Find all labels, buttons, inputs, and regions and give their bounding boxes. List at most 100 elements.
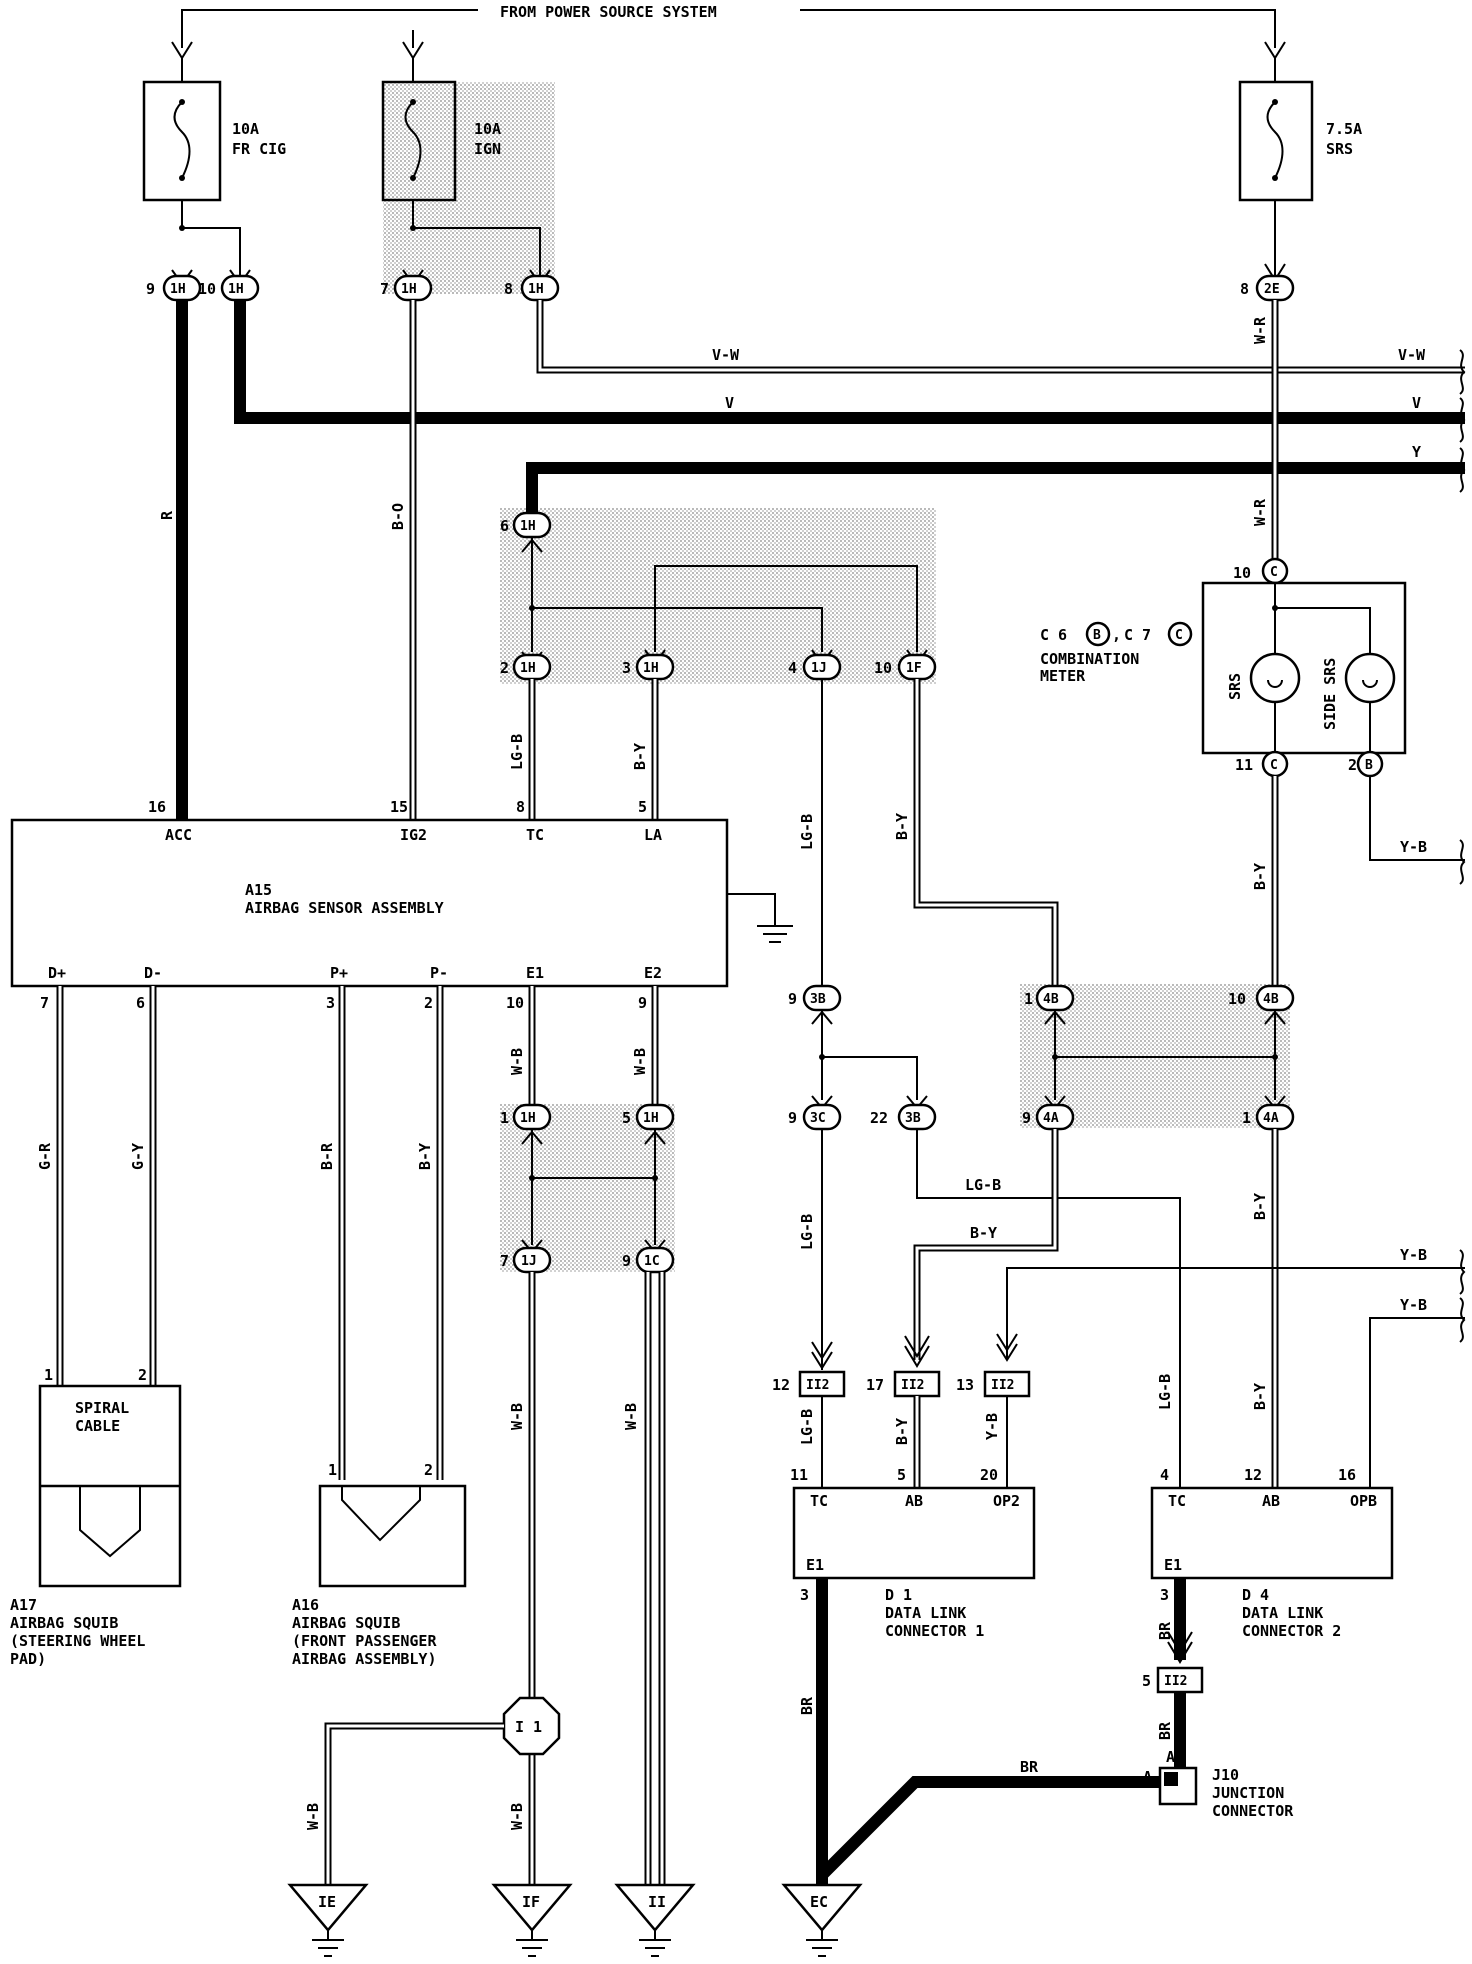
wire-label-lgb-3b: LG-B (965, 1176, 1001, 1194)
connector-ii2-13: II2 13 (956, 1370, 1031, 1398)
svg-text:C 6: C 6 (1040, 626, 1067, 644)
lamp-side-srs-label: SIDE SRS (1321, 658, 1339, 730)
svg-text:CABLE: CABLE (75, 1417, 120, 1435)
svg-text:20: 20 (980, 1466, 998, 1484)
svg-text:7: 7 (40, 994, 49, 1012)
svg-text:6: 6 (136, 994, 145, 1012)
junction-1c-9: 1C 9 (622, 1246, 675, 1274)
svg-text:OP2: OP2 (993, 1492, 1020, 1510)
svg-text:II2: II2 (1164, 1674, 1187, 1689)
wire-label-lgb-dlc1: LG-B (798, 1409, 816, 1445)
wire-label-v-right: V (1412, 394, 1421, 412)
ground-if: IF (491, 1883, 573, 1957)
wire-label-br-ii2: BR (1156, 1721, 1174, 1740)
svg-text:C: C (1175, 628, 1183, 643)
spiral-cable: 1 2 SPIRAL CABLE (38, 1366, 182, 1588)
junction-4b-10: 4B 10 (1228, 984, 1295, 1012)
svg-text:AIRBAG SQUIB: AIRBAG SQUIB (292, 1614, 400, 1632)
fuse-srs-amp: 7.5A (1326, 120, 1362, 138)
svg-text:3: 3 (326, 994, 335, 1012)
wire-label-vw-right: V-W (1398, 346, 1426, 364)
shade-1h-upper (500, 508, 936, 684)
data-link-connector-2: 4 12 16 TC AB OPB E1 3 D 4 DATA LINK CON… (1150, 1466, 1394, 1640)
svg-text:1: 1 (500, 1109, 509, 1127)
svg-text:E1: E1 (806, 1556, 824, 1574)
svg-text:B: B (1093, 628, 1101, 643)
svg-text:AB: AB (1262, 1492, 1280, 1510)
fuse-fr-cig-amp: 10A (232, 120, 259, 138)
wire-label-r: R (158, 510, 176, 520)
svg-text:C: C (1270, 758, 1278, 773)
header-title: FROM POWER SOURCE SYSTEM (500, 3, 717, 21)
svg-text:C: C (1270, 565, 1278, 580)
wire-label-lgb-dlc2: LG-B (1156, 1374, 1174, 1410)
junction-1j-4: 1J 4 (788, 653, 842, 681)
svg-text:1: 1 (328, 1461, 337, 1479)
svg-text:P+: P+ (330, 964, 348, 982)
junction-1h-7: 1H 7 (380, 274, 433, 302)
svg-text:(FRONT PASSENGER: (FRONT PASSENGER (292, 1632, 437, 1650)
junction-1h-6: 1H 6 (500, 511, 552, 539)
svg-text:DATA LINK: DATA LINK (1242, 1604, 1323, 1622)
junction-4b-1: 4B 1 (1024, 984, 1075, 1012)
ground-ii: II (614, 1883, 696, 1957)
ground-ie: IE (287, 1883, 369, 1957)
wire-label-br-j10: BR (1020, 1758, 1039, 1776)
svg-text:17: 17 (866, 1376, 884, 1394)
wire-label-by-dlc2: B-Y (1251, 1383, 1269, 1410)
wire-label-lgb-tc: LG-B (508, 734, 526, 770)
splice-i1: I 1 (502, 1696, 561, 1756)
svg-text:1F: 1F (906, 661, 922, 676)
wire-label-v: V (725, 394, 734, 412)
shade-ign (383, 82, 555, 294)
svg-text:E2: E2 (644, 964, 662, 982)
airbag-sensor-assembly: 16 15 8 5 ACC IG2 TC LA A15 AIRBAG SENSO… (10, 798, 729, 1012)
svg-text:9: 9 (788, 990, 797, 1008)
junction-3b-22: 3B 22 (870, 1103, 937, 1131)
connector-ii2-5: II2 5 (1142, 1666, 1204, 1694)
wire-label-wb-ie: W-B (304, 1803, 322, 1830)
svg-text:5: 5 (622, 1109, 631, 1127)
svg-text:2E: 2E (1264, 282, 1280, 297)
svg-text:9: 9 (622, 1252, 631, 1270)
svg-text:4B: 4B (1043, 992, 1059, 1007)
svg-text:TC: TC (526, 826, 544, 844)
svg-text:7: 7 (500, 1252, 509, 1270)
lamp-srs-label: SRS (1226, 673, 1244, 700)
svg-text:PAD): PAD) (10, 1650, 46, 1668)
svg-text:12: 12 (1244, 1466, 1262, 1484)
wire-label-gy: G-Y (129, 1143, 147, 1170)
svg-text:8: 8 (1240, 280, 1249, 298)
svg-text:1H: 1H (528, 282, 544, 297)
svg-text:13: 13 (956, 1376, 974, 1394)
connector-ii2-17: II2 17 (866, 1370, 941, 1398)
svg-text:4A: 4A (1263, 1111, 1279, 1126)
svg-text:3B: 3B (905, 1111, 921, 1126)
wire-label-by-la: B-Y (631, 743, 649, 770)
junction-1f-10: 1F 10 (874, 653, 937, 681)
svg-text:1H: 1H (170, 282, 186, 297)
wire-label-bo: B-O (389, 503, 407, 530)
svg-text:10: 10 (874, 659, 892, 677)
squib-driver-label: A17 AIRBAG SQUIB (STEERING WHEEL PAD) (10, 1596, 145, 1668)
svg-text:1H: 1H (520, 1111, 536, 1126)
junction-1h-2: 1H 2 (500, 653, 552, 681)
svg-text:2: 2 (424, 1461, 433, 1479)
wire-label-wb-e2: W-B (631, 1048, 649, 1075)
svg-text:AB: AB (905, 1492, 923, 1510)
svg-text:3: 3 (1160, 1586, 1169, 1604)
junction-1h-9: 1H 9 (146, 274, 202, 302)
svg-text:CONNECTOR 2: CONNECTOR 2 (1242, 1622, 1341, 1640)
svg-text:2: 2 (500, 659, 509, 677)
svg-text:DATA LINK: DATA LINK (885, 1604, 966, 1622)
squib-passenger-label: A16 AIRBAG SQUIB (FRONT PASSENGER AIRBAG… (292, 1596, 437, 1668)
junction-4a-9: 4A 9 (1022, 1103, 1075, 1131)
wire-label-gr: G-R (36, 1142, 54, 1170)
svg-text:4: 4 (1160, 1466, 1169, 1484)
svg-text:,: , (1112, 626, 1121, 644)
svg-text:1H: 1H (643, 1111, 659, 1126)
wire-label-by-pm: B-Y (416, 1143, 434, 1170)
wire-label-yb-dlc1: Y-B (983, 1413, 1001, 1440)
svg-text:1C: 1C (644, 1254, 660, 1269)
wire-label-yb-1: Y-B (1400, 1246, 1427, 1264)
